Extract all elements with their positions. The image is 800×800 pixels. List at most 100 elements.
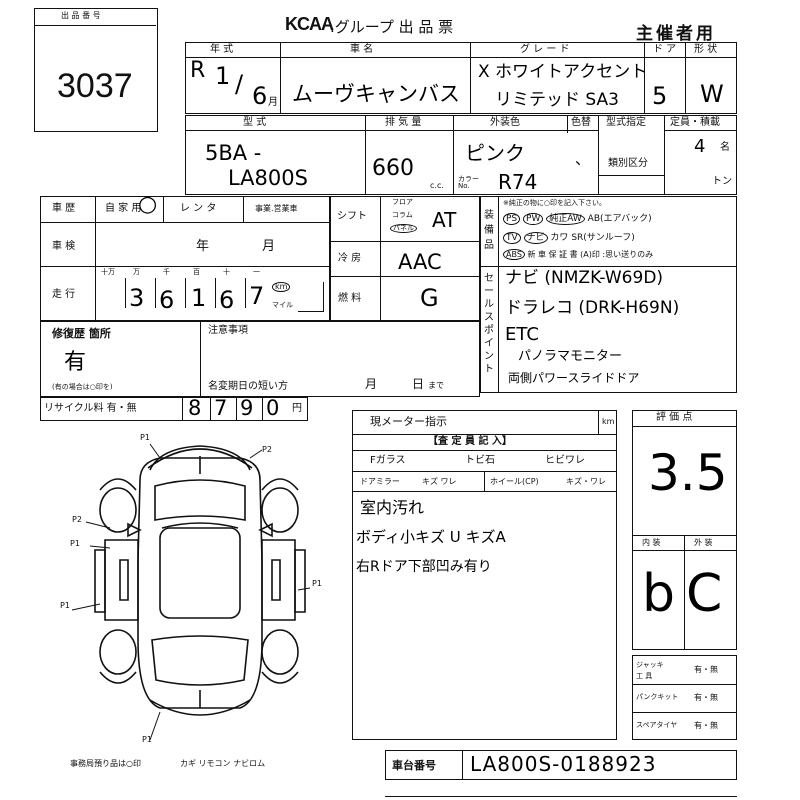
score-label: 評 価 点 xyxy=(656,412,693,423)
notes-short-label: 名変期日の短い方 xyxy=(208,381,288,392)
model-spec-label: 型式指定 xyxy=(606,117,646,128)
mileage-digit-3: 6 xyxy=(159,286,175,314)
equip-tv: TV xyxy=(503,232,521,244)
equipment-label: 装 備 品 xyxy=(484,210,494,251)
tools-box xyxy=(632,655,737,740)
equipment-line2: TV ナビ カワ SR(サンルーフ) xyxy=(503,230,635,244)
equip-warranty: 新 車 保 証 書 xyxy=(527,250,578,259)
equip-abs: ABS xyxy=(503,249,525,260)
recycle-digit-1: 8 xyxy=(188,396,202,420)
lot-number-box: 出 品 番 号 3037 xyxy=(34,8,158,132)
car-name: ムーヴキャンバス xyxy=(292,82,460,106)
shift-floor: フロア xyxy=(392,198,413,206)
capacity-value: 4 xyxy=(694,136,706,157)
puncture-label: パンクキット xyxy=(636,693,679,701)
color-no-value: R74 xyxy=(498,170,538,194)
sales-point-3: ETC xyxy=(505,324,539,345)
inspection-month: 月 xyxy=(262,239,276,254)
displacement-value: 660 xyxy=(372,156,414,181)
model-label: 型 式 xyxy=(243,117,267,128)
repair-label: 修復歴 箇所 xyxy=(52,327,111,340)
mileage-digit-2: 3 xyxy=(129,284,145,312)
color-value: ピンク xyxy=(465,141,525,165)
interior-label: 内 装 xyxy=(642,538,661,547)
notes-day: 日 xyxy=(412,377,425,391)
repair-notes-box xyxy=(40,321,480,397)
meter-km: km xyxy=(602,417,615,426)
sales-point-1: ナビ (NMZK-W69D) xyxy=(505,268,664,288)
equipment-box xyxy=(480,196,737,393)
chassis-box xyxy=(385,750,737,780)
inspection-label: 車 検 xyxy=(52,241,76,252)
name-label: 車 名 xyxy=(350,44,374,55)
hibi-label: ヒビワレ xyxy=(545,455,585,466)
equip-kawa: カワ xyxy=(550,233,569,243)
inspector-comment-2: ボディ小キズ U キズA xyxy=(356,528,506,546)
row1-box xyxy=(185,42,737,114)
equip-manual: (A)印 :思い送りのみ xyxy=(580,250,654,259)
mileage-km: km xyxy=(272,282,291,292)
wheel-marks: キズ・ワレ xyxy=(566,477,606,486)
diagram-mark-6: P1 xyxy=(60,601,70,610)
recycle-unit: 円 xyxy=(292,403,302,414)
shift-label: シフト xyxy=(337,211,367,222)
year-label: 年 式 xyxy=(210,44,234,55)
year-value: 1 xyxy=(215,62,231,90)
diagram-mark-5: P1 xyxy=(312,579,322,588)
exterior-label: 外 装 xyxy=(694,538,713,547)
inspector-comment-1: 室内汚れ xyxy=(360,498,425,517)
recycle-digit-3: 9 xyxy=(240,396,254,420)
chassis-value: LA800S-0188923 xyxy=(470,752,657,776)
inspector-comment-3: 右Rドア下部凹み有り xyxy=(356,559,492,575)
equip-ps: PS xyxy=(503,213,521,225)
interior-value: b xyxy=(642,564,676,624)
mileage-digit-4: 1 xyxy=(191,284,207,312)
diagram-mark-7: P1 xyxy=(142,735,152,744)
equipment-line1: PS PW 純正AW AB(エアバック) xyxy=(503,211,652,225)
diagram-mark-2: P2 xyxy=(262,445,272,454)
mileage-digits: 十万 万 千 百 十 一 3 6 1 6 7 xyxy=(101,268,265,314)
ton-unit: トン xyxy=(712,176,732,187)
fuel-label: 燃 料 xyxy=(338,293,362,304)
history-rental: レ ン タ xyxy=(180,203,217,214)
mid-info-box xyxy=(330,196,480,321)
history-business: 事業.営業車 xyxy=(255,204,298,213)
mileage-digit-6: 7 xyxy=(249,282,265,310)
class-label: 類別区分 xyxy=(608,158,648,169)
repair-note: (有の場合は○印を) xyxy=(52,383,113,391)
repair-value: 有 xyxy=(64,350,87,375)
shape-value: W xyxy=(700,80,724,108)
recycle-digit-4: 0 xyxy=(266,396,280,420)
grade-label: グ レ ー ド xyxy=(520,44,570,55)
jack-label: ジャッキ 工 具 xyxy=(636,661,664,680)
history-label: 車 歴 xyxy=(52,203,76,214)
shift-value: AT xyxy=(432,208,457,232)
history-own: 自 家 用 xyxy=(105,203,142,214)
fglass-label: Fガラス xyxy=(370,455,406,466)
diagram-mark-4: P1 xyxy=(70,539,80,548)
color-no-label: カラー No. xyxy=(458,175,479,190)
ac-label: 冷 房 xyxy=(338,253,362,264)
capacity-label: 定員・積載 xyxy=(670,117,720,128)
mileage-digit-5: 6 xyxy=(219,286,235,314)
left-info-box xyxy=(40,196,330,321)
equip-navi: ナビ xyxy=(523,232,548,244)
capacity-unit: 名 xyxy=(720,142,730,153)
doors-value: 5 xyxy=(652,82,668,110)
mirror-marks: キズ ワレ xyxy=(422,477,457,486)
organizer-label: 主催者用 xyxy=(636,24,716,44)
color-tick: 、 xyxy=(575,150,591,168)
displacement-label: 排 気 量 xyxy=(385,117,422,128)
sales-point-5: 両側パワースライドドア xyxy=(508,371,640,385)
repaint-label: 色替 xyxy=(571,117,591,128)
row2-box xyxy=(185,115,737,195)
keys-list: カギ リモコン ナビロム xyxy=(180,759,266,768)
model-value: LA800S xyxy=(228,166,308,190)
color-label: 外装色 xyxy=(490,117,520,128)
equip-aw: 純正AW xyxy=(546,213,585,225)
grade-line1: X ホワイトアクセント xyxy=(478,62,648,82)
mileage-label: 走 行 xyxy=(52,289,76,300)
equip-sr: SR(サンルーフ) xyxy=(571,233,635,243)
recycle-box xyxy=(40,397,308,421)
diagram-mark-3: P2 xyxy=(72,515,82,524)
